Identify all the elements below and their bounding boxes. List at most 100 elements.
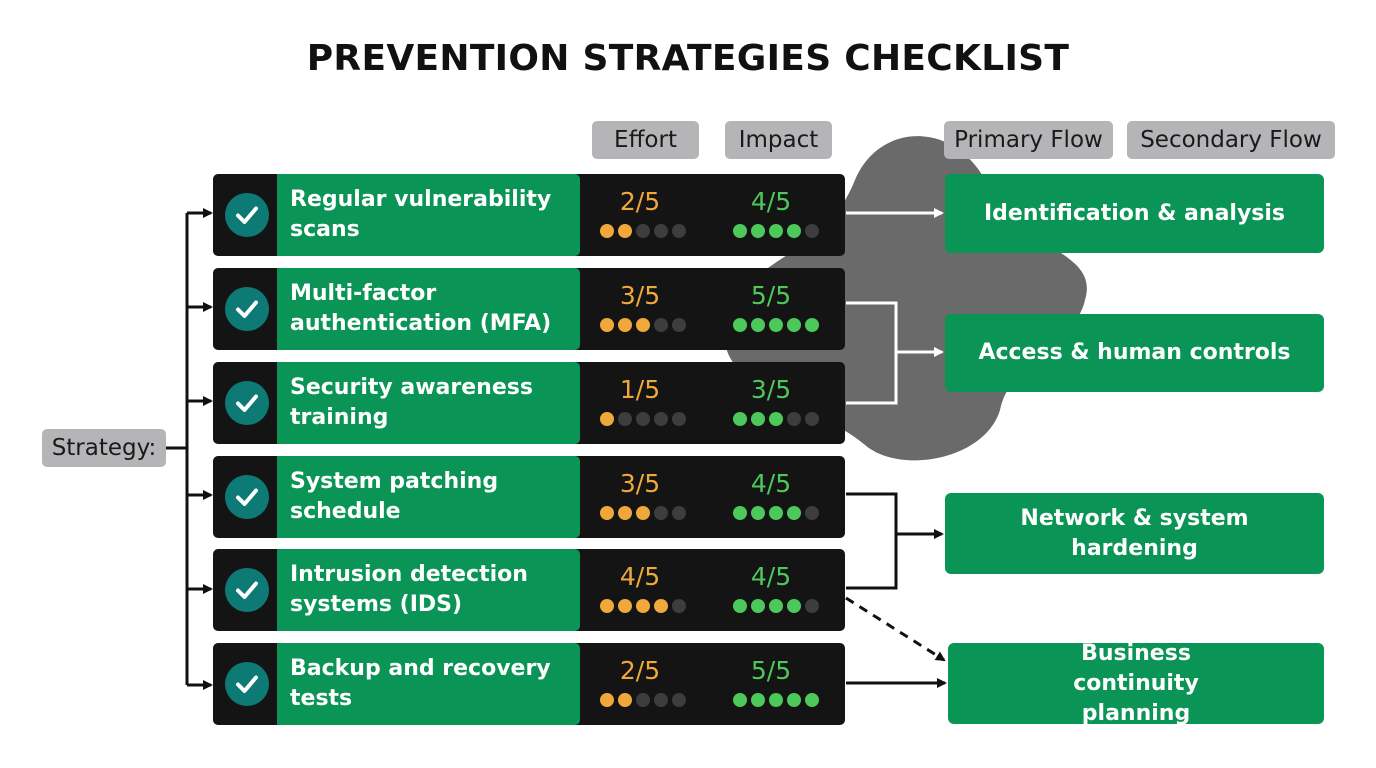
effort-rating xyxy=(600,318,686,332)
effort-score: 3/5 xyxy=(619,469,661,498)
effort-rating-dot xyxy=(618,412,632,426)
impact-rating-dot xyxy=(733,224,747,238)
impact-rating-dot xyxy=(733,506,747,520)
strategy-label-text: Intrusion detection systems (IDS) xyxy=(290,562,528,617)
effort-rating-dot xyxy=(672,318,686,332)
impact-score: 5/5 xyxy=(750,281,792,310)
effort-rating-dot xyxy=(654,693,668,707)
impact-rating-dot xyxy=(769,318,783,332)
impact-rating-dot xyxy=(787,599,801,613)
strategy-label-text: Backup and recovery tests xyxy=(290,656,551,711)
effort-score: 4/5 xyxy=(619,562,661,591)
check-circle-icon xyxy=(225,381,269,425)
strategy-label-box xyxy=(277,362,580,444)
strategy-row: Multi-factor authentication (MFA) 3/5 5/5 xyxy=(213,268,845,350)
effort-rating-dot xyxy=(672,506,686,520)
flow-bracket-2 xyxy=(846,301,898,405)
effort-rating-dot xyxy=(636,318,650,332)
strategy-row: Backup and recovery tests 2/5 5/5 xyxy=(213,643,845,725)
impact-rating-dot xyxy=(751,224,765,238)
strategy-label-text: Regular vulnerability scans xyxy=(290,187,552,242)
strategy-label-text: Multi-factor authentication (MFA) xyxy=(290,281,552,336)
target-access-human-controls: Access & human controls xyxy=(945,314,1324,392)
impact-rating-dot xyxy=(769,224,783,238)
effort-rating-dot xyxy=(636,224,650,238)
strategy-label: Strategy: xyxy=(42,429,166,467)
impact-rating-dot xyxy=(733,412,747,426)
effort-rating-dot xyxy=(618,599,632,613)
effort-rating-dot xyxy=(672,224,686,238)
impact-rating-dot xyxy=(751,412,765,426)
secondary-flow-arrow xyxy=(845,596,946,662)
impact-rating-dot xyxy=(805,318,819,332)
effort-rating-dot xyxy=(636,693,650,707)
effort-rating-dot xyxy=(618,693,632,707)
flow-bracket-3 xyxy=(846,492,898,590)
impact-rating-dot xyxy=(769,693,783,707)
effort-rating-dot xyxy=(654,599,668,613)
target-business-continuity-planning: Business continuity planning xyxy=(948,641,1324,726)
page-title: PREVENTION STRATEGIES CHECKLIST xyxy=(306,38,1070,79)
strategy-row: Intrusion detection systems (IDS) 4/5 4/5 xyxy=(213,549,845,631)
impact-score: 4/5 xyxy=(750,187,792,216)
effort-score: 2/5 xyxy=(619,656,661,685)
impact-rating-dot xyxy=(805,506,819,520)
effort-rating-dot xyxy=(654,412,668,426)
strategy-label-box xyxy=(277,643,580,725)
effort-rating-dot xyxy=(618,318,632,332)
effort-rating-dot xyxy=(600,224,614,238)
effort-rating-dot xyxy=(636,506,650,520)
impact-rating xyxy=(733,599,819,613)
effort-rating-dot xyxy=(672,693,686,707)
check-circle-icon xyxy=(225,287,269,331)
effort-rating-dot xyxy=(600,412,614,426)
impact-rating-dot xyxy=(733,318,747,332)
effort-rating-dot xyxy=(672,412,686,426)
effort-rating-dot xyxy=(600,318,614,332)
strategy-label-box xyxy=(277,549,580,631)
check-circle-icon xyxy=(225,475,269,519)
effort-score: 3/5 xyxy=(619,281,661,310)
impact-rating-dot xyxy=(787,318,801,332)
effort-rating xyxy=(600,412,686,426)
primary-flow-header: Primary Flow xyxy=(944,121,1113,159)
impact-rating-dot xyxy=(751,693,765,707)
impact-rating-dot xyxy=(769,412,783,426)
effort-rating-dot xyxy=(636,412,650,426)
effort-header: Effort xyxy=(592,121,699,159)
impact-rating-dot xyxy=(787,693,801,707)
impact-rating-dot xyxy=(805,599,819,613)
effort-score: 2/5 xyxy=(619,187,661,216)
impact-rating xyxy=(733,224,819,238)
impact-score: 4/5 xyxy=(750,562,792,591)
impact-rating-dot xyxy=(805,224,819,238)
impact-rating-dot xyxy=(733,693,747,707)
impact-rating-dot xyxy=(769,599,783,613)
effort-rating-dot xyxy=(618,506,632,520)
impact-rating-dot xyxy=(733,599,747,613)
impact-rating xyxy=(733,693,819,707)
impact-rating-dot xyxy=(787,224,801,238)
impact-rating-dot xyxy=(769,506,783,520)
check-circle-icon xyxy=(225,568,269,612)
effort-rating-dot xyxy=(654,318,668,332)
strategy-label-text: System patching schedule xyxy=(290,469,499,524)
strategy-label-text: Security awareness training xyxy=(290,375,533,430)
effort-rating-dot xyxy=(600,506,614,520)
effort-rating xyxy=(600,599,686,613)
effort-rating-dot xyxy=(600,599,614,613)
target-identification-analysis: Identification & analysis xyxy=(945,174,1324,253)
impact-rating xyxy=(733,506,819,520)
effort-rating-dot xyxy=(618,224,632,238)
effort-score: 1/5 xyxy=(619,375,661,404)
strategy-label-box xyxy=(277,268,580,350)
impact-header: Impact xyxy=(725,121,832,159)
impact-score: 5/5 xyxy=(750,656,792,685)
effort-rating xyxy=(600,693,686,707)
check-circle-icon xyxy=(225,662,269,706)
impact-rating-dot xyxy=(805,693,819,707)
strategy-row: Regular vulnerability scans 2/5 4/5 xyxy=(213,174,845,256)
